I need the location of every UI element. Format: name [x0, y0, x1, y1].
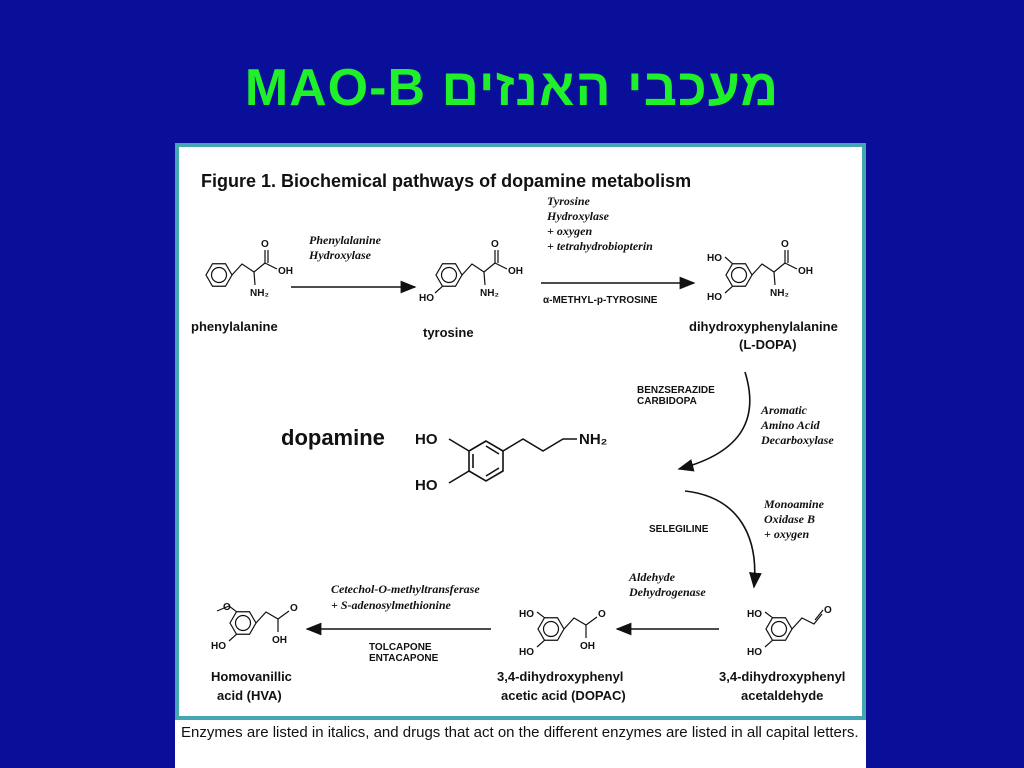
drug-benzserazide: BENZSERAZIDE [637, 385, 715, 396]
atom-nh2: NH₂ [770, 288, 789, 299]
enzyme-tyr-hydroxylase-2: Hydroxylase [546, 209, 610, 223]
enzyme-tyr-hydroxylase-3: + oxygen [547, 224, 592, 238]
label-hva-1: Homovanillic [211, 669, 292, 684]
slide-title-rtl: מעכבי האנזים [441, 59, 780, 117]
dopac-structure: HO HO O OH [519, 609, 606, 658]
slide-title-ltr: MAO-B [244, 59, 426, 117]
atom-o: O [824, 605, 832, 616]
label-tyrosine: tyrosine [423, 325, 474, 340]
atom-ho: HO [419, 293, 434, 304]
enzyme-tyr-hydroxylase-1: Tyrosine [547, 194, 591, 208]
atom-ho: HO [519, 647, 534, 658]
figure-title: Figure 1. Biochemical pathways of dopami… [201, 171, 691, 191]
atom-oh: OH [580, 641, 595, 652]
enzyme-aldh-2: Dehydrogenase [628, 585, 706, 599]
enzyme-aldh-1: Aldehyde [628, 570, 676, 584]
drug-selegiline: SELEGILINE [649, 524, 709, 535]
label-hva-2: acid (HVA) [217, 688, 282, 703]
pathway-diagram: Figure 1. Biochemical pathways of dopami… [191, 171, 845, 703]
atom-o: O [598, 609, 606, 620]
enzyme-phe-hydroxylase-1: Phenylalanine [309, 233, 382, 247]
label-ldopa-2: (L-DOPA) [739, 337, 797, 352]
atom-o: O [491, 239, 499, 250]
phenylalanine-structure: O OH NH₂ [205, 239, 293, 299]
arrow-dopamine-to-dopal [684, 490, 762, 589]
enzyme-aadc-3: Decarboxylase [760, 433, 834, 447]
atom-oh: OH [278, 266, 293, 277]
slide-title: MAO-B מעכבי האנזים [0, 58, 1024, 118]
drug-entacapone: ENTACAPONE [369, 653, 439, 664]
enzyme-phe-hydroxylase-2: Hydroxylase [308, 248, 372, 262]
atom-o: O [223, 602, 231, 613]
label-phenylalanine: phenylalanine [191, 319, 278, 334]
enzyme-maob-1: Monoamine [763, 497, 825, 511]
tyrosine-structure: HO O OH NH₂ [419, 239, 523, 304]
arrow-ldopa-to-dopamine [677, 371, 751, 472]
atom-ho: HO [211, 641, 226, 652]
enzyme-aadc-1: Aromatic [760, 403, 808, 417]
atom-o: O [781, 239, 789, 250]
figure-panel: Figure 1. Biochemical pathways of dopami… [175, 143, 866, 720]
label-dopac-1: 3,4-dihydroxyphenyl [497, 669, 623, 684]
atom-oh: OH [272, 635, 287, 646]
label-dopal-1: 3,4-dihydroxyphenyl [719, 669, 845, 684]
enzyme-comt-1: Cetechol-O-methyltransferase [331, 582, 480, 596]
ldopa-structure: HO HO O OH NH₂ [707, 239, 813, 303]
atom-nh2: NH₂ [250, 288, 269, 299]
hva-structure: O HO O OH [211, 602, 298, 652]
atom-oh: OH [798, 266, 813, 277]
label-dopamine: dopamine [281, 425, 385, 450]
enzyme-tyr-hydroxylase-4: + tetrahydrobiopterin [547, 239, 653, 253]
atom-ho: HO [415, 431, 438, 448]
label-ldopa-1: dihydroxyphenylalanine [689, 319, 838, 334]
enzyme-maob-2: Oxidase B [764, 512, 815, 526]
drug-alpha-methyl-p-tyrosine: α-METHYL-p-TYROSINE [543, 295, 658, 306]
atom-ho: HO [747, 647, 762, 658]
dopal-structure: HO HO O [747, 605, 832, 658]
drug-tolcapone: TOLCAPONE [369, 642, 432, 653]
atom-ho: HO [415, 477, 438, 494]
dopamine-structure: HO HO NH₂ [415, 431, 607, 494]
drug-carbidopa: CARBIDOPA [637, 396, 697, 407]
atom-ho: HO [707, 292, 722, 303]
atom-ho: HO [747, 609, 762, 620]
atom-o: O [290, 603, 298, 614]
atom-ho: HO [519, 609, 534, 620]
atom-nh2: NH₂ [480, 288, 499, 299]
enzyme-comt-2: + S-adenosylmethionine [331, 598, 452, 612]
atom-ho: HO [707, 253, 722, 264]
label-dopac-2: acetic acid (DOPAC) [501, 688, 626, 703]
figure-caption: Enzymes are listed in italics, and drugs… [181, 724, 859, 741]
caption-strip: Enzymes are listed in italics, and drugs… [175, 720, 866, 768]
atom-nh2: NH₂ [579, 431, 607, 448]
enzyme-maob-3: + oxygen [764, 527, 809, 541]
atom-o: O [261, 239, 269, 250]
enzyme-aadc-2: Amino Acid [760, 418, 821, 432]
atom-oh: OH [508, 266, 523, 277]
label-dopal-2: acetaldehyde [741, 688, 823, 703]
